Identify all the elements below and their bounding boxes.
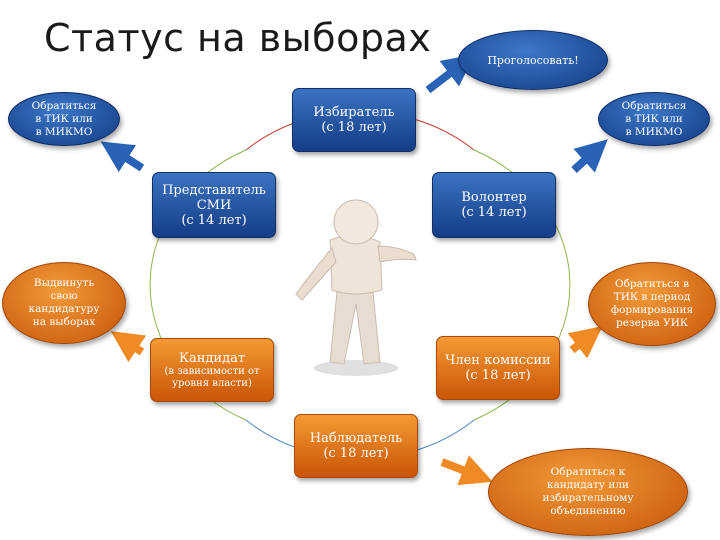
left-tik-action: Обратиться в ТИК или в МИКМО [8, 92, 120, 146]
nominate-line2: свою [50, 290, 78, 302]
reserve-line2: ТИК в период [613, 291, 691, 303]
role-observer-title: Наблюдатель [309, 431, 403, 446]
role-commission-title: Член комиссии [445, 353, 551, 368]
right-tik-line2: в ТИК или [625, 112, 683, 125]
party-line1: Обратиться к [550, 466, 626, 478]
reserve-line1: Обратиться в [615, 278, 689, 290]
reserve-line4: резерва УИК [616, 317, 688, 329]
party-line4: объединению [550, 505, 626, 517]
role-media: Представитель СМИ (с 14 лет) [152, 172, 276, 238]
left-tik-line2: в ТИК или [35, 112, 93, 125]
role-volunteer: Волонтер (с 14 лет) [432, 172, 556, 238]
arrow-to-party [440, 455, 493, 486]
reserve-line3: формирования [610, 304, 694, 316]
role-voter: Избиратель (с 18 лет) [292, 88, 416, 152]
party-line3: избирательному [542, 492, 634, 504]
arrow-to-right-tik [571, 139, 608, 173]
role-candidate-title: Кандидат [178, 350, 246, 366]
nominate-line3: кандидатуру [28, 303, 100, 315]
role-volunteer-age: (с 14 лет) [461, 205, 527, 220]
role-commission: Член комиссии (с 18 лет) [436, 336, 560, 400]
page-title: Статус на выборах [44, 16, 432, 60]
right-tik-action: Обратиться в ТИК или в МИКМО [598, 92, 710, 146]
nominate-line4: на выборах [32, 316, 96, 328]
vote-action: Проголосовать! [458, 30, 608, 90]
person-figure-icon [295, 199, 417, 376]
role-observer: Наблюдатель (с 18 лет) [294, 414, 418, 478]
arrow-to-nominate [110, 331, 147, 363]
party-line2: кандидату или [546, 479, 629, 491]
left-tik-line3: в МИКМО [35, 125, 93, 138]
party-action: Обратиться к кандидату или избирательном… [488, 448, 688, 536]
role-voter-title: Избиратель [313, 105, 395, 120]
arrow-to-reserve [567, 326, 603, 359]
role-candidate: Кандидат (в зависимости от уровня власти… [150, 338, 274, 402]
nominate-line1: Выдвинуть [33, 277, 95, 289]
left-tik-line1: Обратиться [31, 99, 97, 112]
arrow-to-vote [425, 54, 475, 94]
arrow-to-left-tik [100, 141, 145, 173]
role-media-age: (с 14 лет) [181, 212, 247, 228]
right-tik-line1: Обратиться [621, 99, 687, 112]
role-media-title-2: СМИ [196, 197, 232, 213]
role-candidate-note: (в зависимости от уровня власти) [164, 365, 260, 389]
role-volunteer-title: Волонтер [461, 190, 527, 205]
role-media-title-1: Представитель [162, 182, 266, 198]
role-observer-age: (с 18 лет) [323, 446, 389, 461]
role-commission-age: (с 18 лет) [465, 368, 531, 383]
vote-action-label: Проголосовать! [487, 53, 579, 67]
reserve-action: Обратиться в ТИК в период формирования р… [588, 262, 716, 346]
nominate-action: Выдвинуть свою кандидатуру на выборах [2, 262, 126, 344]
right-tik-line3: в МИКМО [625, 125, 683, 138]
role-voter-age: (с 18 лет) [321, 120, 387, 135]
